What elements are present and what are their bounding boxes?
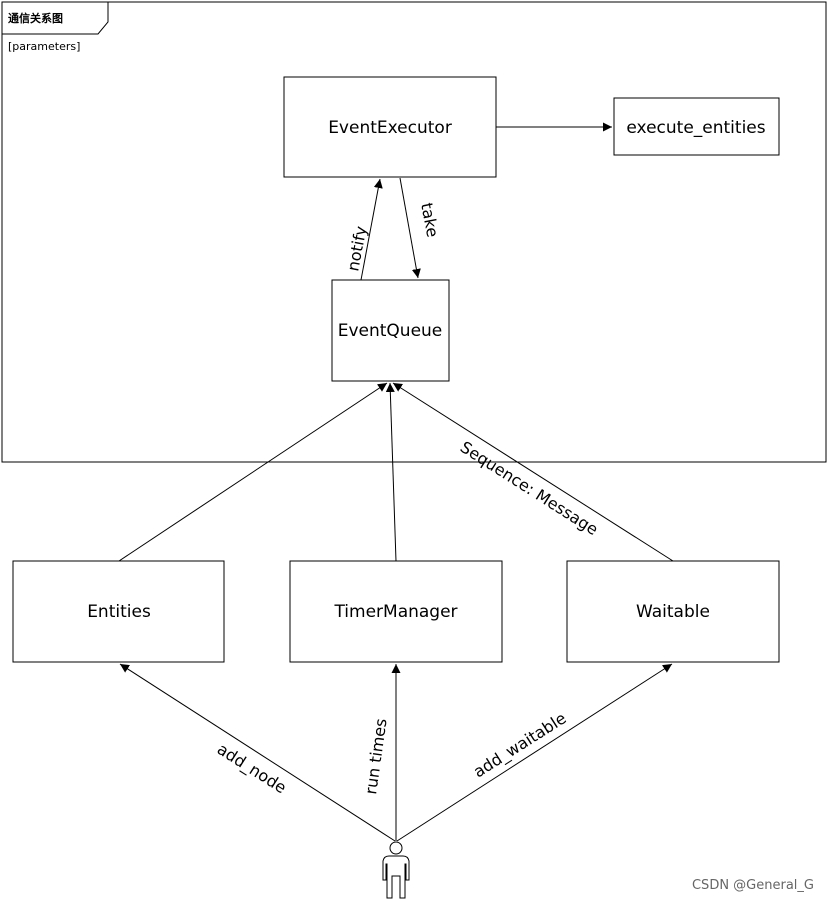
edge-label-run-times: run times xyxy=(361,717,390,795)
node-label: Waitable xyxy=(636,602,710,622)
node-label: execute_entities xyxy=(626,118,765,138)
node-event-executor[interactable]: EventExecutor xyxy=(283,76,497,178)
node-execute-entities[interactable]: execute_entities xyxy=(613,97,780,156)
edge-notify xyxy=(360,178,383,281)
diagram-frame: 通信关系图 [parameters] xyxy=(1,1,827,463)
edge-add-node xyxy=(119,663,396,842)
node-waitable[interactable]: Waitable xyxy=(566,560,780,663)
node-entities[interactable]: Entities xyxy=(12,560,225,663)
edge-label-notify: notify xyxy=(343,225,370,273)
edge-timer-to-queue xyxy=(385,382,397,562)
edge-label-add-waitable: add_waitable xyxy=(470,708,570,782)
watermark: CSDN @General_G xyxy=(692,878,814,893)
edge-take xyxy=(399,177,421,279)
actor-icon[interactable] xyxy=(382,841,410,899)
node-event-queue[interactable]: EventQueue xyxy=(331,279,450,382)
frame-parameters: [parameters] xyxy=(8,40,80,53)
edge-waitable-to-queue xyxy=(392,382,674,562)
node-label: EventQueue xyxy=(338,321,443,341)
node-label: EventExecutor xyxy=(328,118,452,138)
edge-entities-to-queue xyxy=(118,382,388,562)
edge-add-waitable xyxy=(396,663,673,842)
frame-title: 通信关系图 xyxy=(8,11,63,25)
node-label: TimerManager xyxy=(333,602,457,622)
node-timer-manager[interactable]: TimerManager xyxy=(289,560,503,663)
edge-label-take: take xyxy=(417,201,442,239)
node-label: Entities xyxy=(87,602,151,622)
edge-label-sequence-message: Sequence: Message xyxy=(457,437,602,539)
